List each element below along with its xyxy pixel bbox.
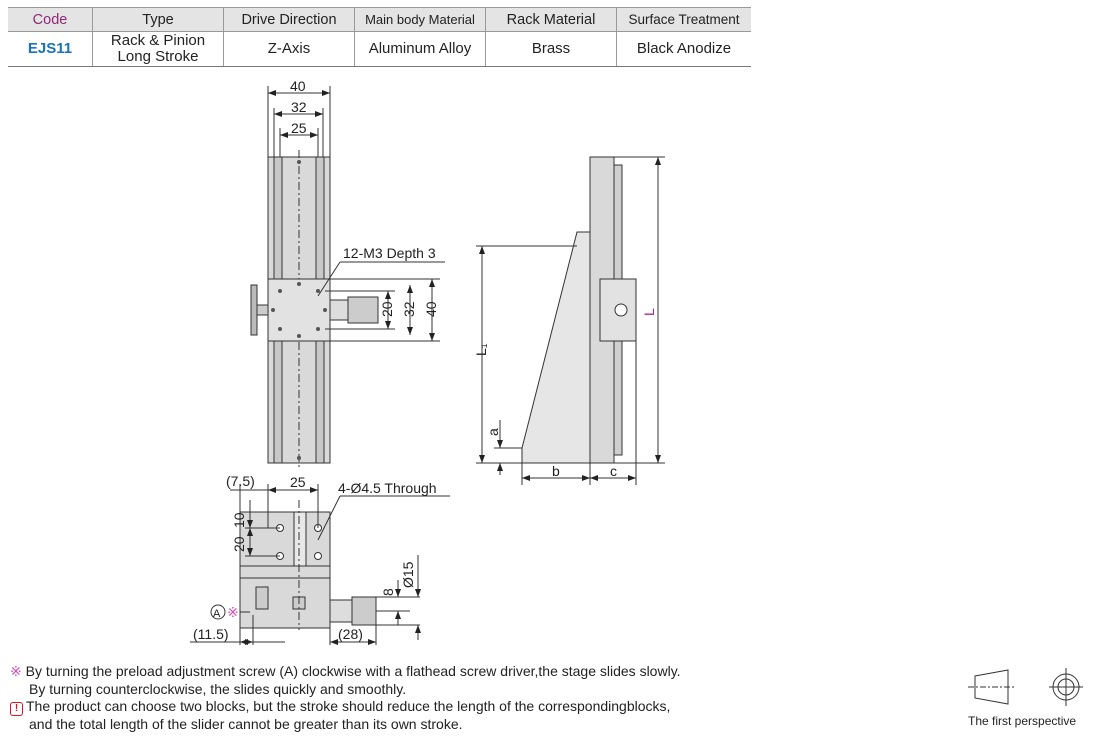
warning-icon: !: [10, 702, 23, 716]
dim-11-5: (11.5): [193, 626, 229, 642]
reference-mark-icon: ※: [10, 663, 22, 679]
dim-25-bottom: 25: [290, 474, 306, 490]
dim-v40: 40: [423, 301, 439, 317]
dim-v20: 20: [379, 301, 395, 317]
dim-d15: Ø15: [400, 561, 416, 588]
dim-10: 10: [231, 512, 247, 528]
dim-c: c: [610, 463, 617, 479]
cell-drive: Z-Axis: [223, 31, 355, 67]
dim-b: b: [552, 463, 560, 479]
cell-surface: Black Anodize: [616, 31, 751, 67]
note-line1: By turning the preload adjustment screw …: [25, 663, 681, 679]
dim-v32: 32: [401, 301, 417, 317]
first-angle-projection-icon: [968, 668, 1083, 706]
notes: ※ By turning the preload adjustment scre…: [10, 663, 681, 734]
dim-32: 32: [291, 99, 307, 115]
header-drive: Drive Direction: [223, 7, 355, 32]
dim-L1: L₁: [473, 343, 489, 356]
front-view: [250, 86, 445, 470]
dim-8: 8: [380, 588, 396, 596]
perspective-label: The first perspective: [968, 714, 1077, 728]
header-body-material: Main body Material: [354, 7, 486, 32]
header-surface: Surface Treatment: [616, 7, 751, 32]
tap-label: 12-M3 Depth 3: [343, 245, 436, 261]
bottom-view: [190, 484, 450, 645]
header-rack-material: Rack Material: [485, 7, 617, 32]
header-type: Type: [92, 7, 224, 32]
dim-28: (28): [338, 626, 363, 642]
dim-L: L: [641, 308, 657, 316]
note-line4: and the total length of the slider canno…: [29, 716, 463, 732]
header-code: Code: [8, 7, 93, 32]
dim-7-5: (7.5): [226, 473, 255, 489]
type-line2: Long Stroke: [117, 48, 199, 65]
side-view: [476, 156, 665, 485]
dim-20: 20: [231, 536, 247, 552]
screw-a-label: A: [213, 608, 221, 620]
cell-code: EJS11: [8, 31, 93, 67]
note-line2: By turning counterclockwise, the slides …: [29, 680, 407, 697]
cell-body: Aluminum Alloy: [354, 31, 486, 67]
type-line1: Rack & Pinion: [110, 32, 206, 49]
spec-table: Code Type Drive Direction Main body Mate…: [8, 7, 751, 67]
note-line3: The product can choose two blocks, but t…: [26, 698, 671, 714]
hole-label: 4-Ø4.5 Through: [338, 480, 437, 496]
screw-mark: ※: [227, 604, 239, 620]
cell-rack: Brass: [485, 31, 617, 67]
dim-a: a: [485, 428, 501, 436]
dim-40: 40: [290, 78, 306, 94]
dim-25: 25: [291, 120, 307, 136]
